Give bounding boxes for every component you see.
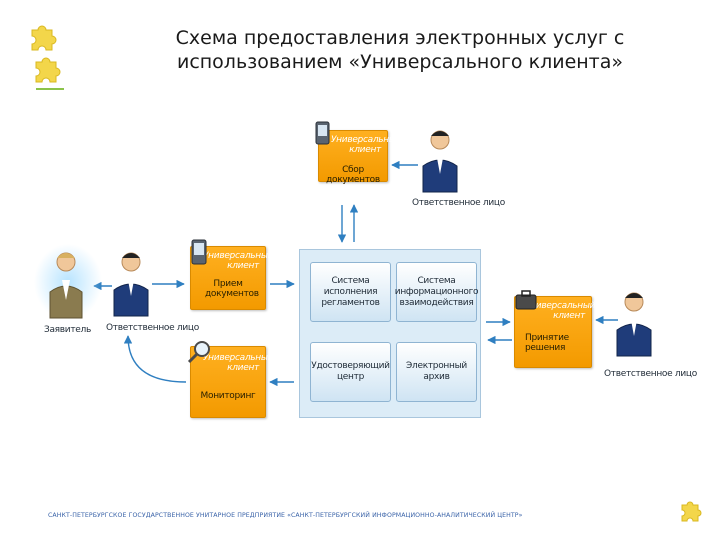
flow-arrows xyxy=(93,160,618,387)
regulations-system-label: Система исполнения регламентов xyxy=(321,275,380,308)
client-label: Универсальный клиент xyxy=(203,251,274,271)
footer-organization: САНКТ-ПЕТЕРБУРГСКОЕ ГОСУДАРСТВЕННОЕ УНИТ… xyxy=(48,512,523,519)
puzzle-icon xyxy=(35,57,64,90)
system-panel: Система исполнения регламентов Система и… xyxy=(299,249,481,418)
arrow-monitoring-to-responsible xyxy=(123,335,187,383)
documents-label: Сбор документов xyxy=(326,165,380,185)
interaction-system-label: Система информационного взаимодействия xyxy=(394,275,479,308)
magnifier-icon xyxy=(187,341,210,364)
client-label: Универсальный клиент xyxy=(203,353,274,373)
pda-icon xyxy=(315,121,330,145)
client-label: Универсальный клиент xyxy=(525,301,596,321)
title-line-2: использованием «Универсального клиента» xyxy=(176,51,624,73)
briefcase-icon xyxy=(515,290,537,310)
responsible-person-left-icon xyxy=(113,252,149,317)
monitoring-label: Мониторинг xyxy=(200,391,256,401)
monitoring-box: Универсальный клиент Мониторинг xyxy=(190,346,274,418)
title-line-1: Схема предоставления электронных услуг с xyxy=(175,27,625,49)
responsible-person-top-icon xyxy=(422,130,458,193)
regulations-system-box: Система исполнения регламентов xyxy=(310,262,391,322)
electronic-archive-label: Электронный архив xyxy=(406,361,467,382)
documents-box: Универсальный клиент Сбор документов xyxy=(318,130,402,185)
electronic-archive-box: Электронный архив xyxy=(396,342,477,402)
decision-label: Принятие решения xyxy=(525,333,569,353)
certificate-center-label: Удостоверяющий центр xyxy=(311,361,390,382)
interaction-system-box: Система информационного взаимодействия xyxy=(394,262,479,322)
puzzle-icon xyxy=(681,501,702,522)
puzzle-icon xyxy=(31,25,57,51)
responsible-left-label: Ответственное лицо xyxy=(106,323,199,333)
responsible-top-label: Ответственное лицо xyxy=(412,198,505,208)
client-label: Универсальный клиент xyxy=(331,135,402,155)
page-title: Схема предоставления электронных услуг с… xyxy=(150,26,650,74)
applicant-person-icon xyxy=(34,244,102,320)
responsible-person-right-icon xyxy=(616,292,652,357)
reception-label: Прием документов xyxy=(205,279,259,299)
responsible-right-label: Ответственное лицо xyxy=(604,369,697,379)
pda-icon xyxy=(191,239,207,265)
certificate-center-box: Удостоверяющий центр xyxy=(310,342,391,402)
applicant-label: Заявитель xyxy=(44,325,91,335)
